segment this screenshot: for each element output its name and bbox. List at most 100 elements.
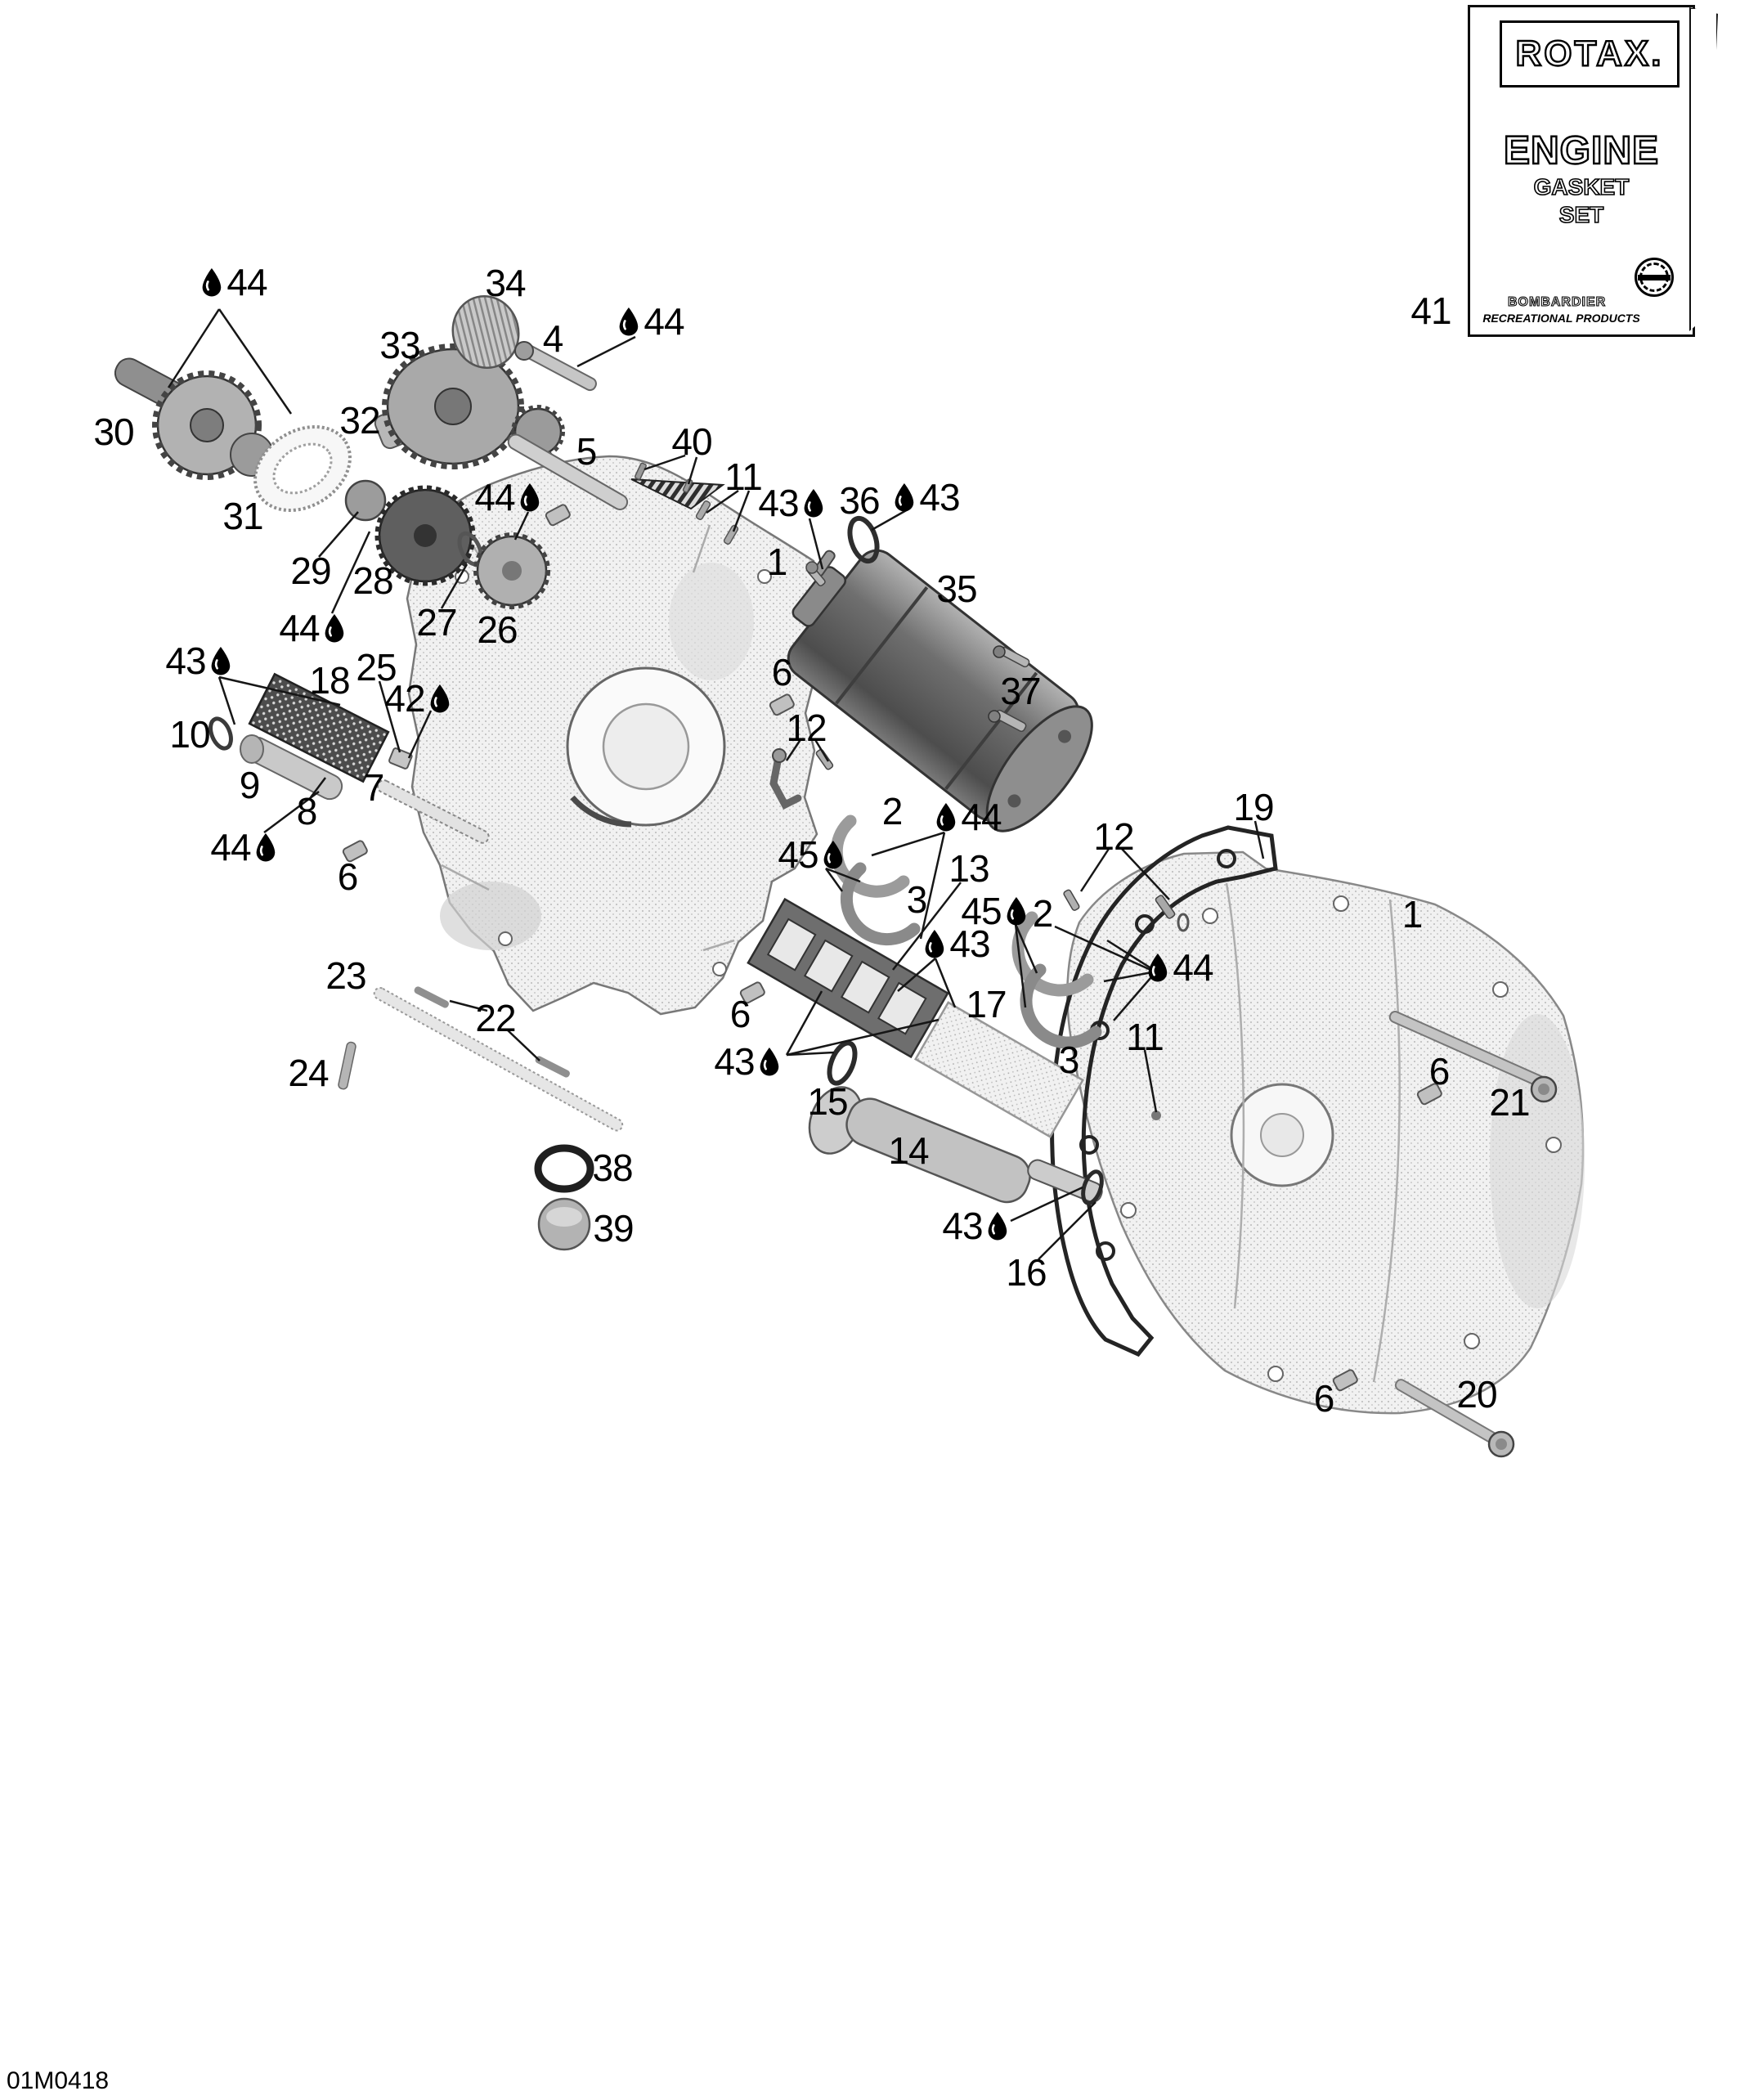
crankcase-right-half xyxy=(1066,850,1585,1415)
part-number: 3 xyxy=(906,878,928,921)
part-callout-8: 8 xyxy=(296,790,318,832)
vent-plate xyxy=(630,462,725,510)
part-number: 13 xyxy=(948,847,989,890)
part-number: 16 xyxy=(1006,1251,1047,1294)
part-number: 3 xyxy=(1058,1039,1080,1081)
part-callout-23: 23 xyxy=(325,957,366,994)
part-callout-41: 41 xyxy=(1410,292,1451,330)
part-callout-20: 20 xyxy=(1456,1375,1497,1413)
part-number: 19 xyxy=(1233,786,1274,828)
part-callout-25: 25 xyxy=(356,646,397,689)
part-number: 6 xyxy=(1313,1377,1335,1420)
part-number: 43 xyxy=(714,1040,755,1083)
separator-plates xyxy=(747,897,1084,1138)
part-number: 43 xyxy=(165,639,206,682)
part-number: 25 xyxy=(356,646,397,689)
oil-drop-icon xyxy=(520,482,540,511)
part-callout-21: 21 xyxy=(1489,1084,1530,1121)
part-callout-6: 6 xyxy=(337,855,359,898)
part-number: 31 xyxy=(222,495,263,537)
part-number: 2 xyxy=(1032,892,1054,935)
part-callout-38: 38 xyxy=(592,1149,633,1187)
part-number: 45 xyxy=(778,833,818,876)
oil-drop-icon xyxy=(804,488,823,517)
part-callout-44: 44 xyxy=(1146,949,1214,986)
part-number: 44 xyxy=(226,261,267,303)
part-number: 26 xyxy=(477,608,518,651)
part-callout-14: 14 xyxy=(888,1129,929,1172)
part-callout-28: 28 xyxy=(352,562,393,599)
part-callout-43: 43 xyxy=(923,922,991,965)
oil-drop-icon xyxy=(925,929,944,958)
part-callout-32: 32 xyxy=(339,399,380,442)
part-number: 7 xyxy=(363,766,385,809)
oil-drop-icon xyxy=(211,646,231,675)
part-callout-22: 22 xyxy=(475,997,516,1039)
part-number: 45 xyxy=(961,890,1002,932)
part-number: 6 xyxy=(771,651,793,693)
small-shafts xyxy=(507,341,629,510)
part-callout-43: 43 xyxy=(165,642,231,680)
part-number: 5 xyxy=(576,430,598,473)
part-number: 17 xyxy=(966,983,1007,1025)
part-callout-34: 34 xyxy=(485,264,526,302)
part-number: 30 xyxy=(93,411,134,453)
part-number: 6 xyxy=(1428,1050,1451,1093)
part-number: 9 xyxy=(239,764,261,806)
part-callout-43: 43 xyxy=(893,478,961,516)
gear-train xyxy=(114,294,565,609)
part-callout-12: 12 xyxy=(1093,818,1134,855)
package-maker: BOMBARDIER xyxy=(1507,294,1607,309)
starter-bolts xyxy=(988,645,1030,733)
part-number: 10 xyxy=(169,713,210,756)
part-number: 44 xyxy=(644,300,684,343)
part-callout-29: 29 xyxy=(290,550,331,592)
part-callout-36: 36 xyxy=(839,482,880,519)
brand-name: ROTAX. xyxy=(1514,33,1664,74)
part-callout-18: 18 xyxy=(309,662,350,699)
part-number: 8 xyxy=(296,790,318,832)
part-callout-3: 3 xyxy=(906,878,928,921)
dowel-pins xyxy=(342,504,1442,1392)
part-callout-19: 19 xyxy=(1233,786,1274,828)
part-callout-16: 16 xyxy=(1006,1251,1047,1294)
part-callout-44: 44 xyxy=(210,828,276,866)
package-title-line3: SET xyxy=(1558,201,1604,228)
part-callout-15: 15 xyxy=(807,1083,848,1120)
center-gasket xyxy=(1050,825,1278,1357)
bearing-shells xyxy=(830,814,1102,1049)
part-number: 44 xyxy=(474,476,515,518)
part-number: 6 xyxy=(729,993,751,1035)
starter-oring-bolt xyxy=(805,515,880,587)
oil-drop-icon xyxy=(1007,896,1026,925)
part-callout-1: 1 xyxy=(1402,895,1424,933)
part-number: 4 xyxy=(542,317,564,360)
small-parts-right xyxy=(1063,889,1190,1120)
part-callout-4: 4 xyxy=(542,317,564,360)
part-number: 6 xyxy=(337,855,359,898)
part-callout-6: 6 xyxy=(1428,1050,1451,1093)
oil-drop-icon xyxy=(936,802,956,831)
part-number: 14 xyxy=(888,1129,929,1172)
part-callout-42: 42 xyxy=(384,680,451,717)
part-number: 12 xyxy=(786,707,827,749)
part-number: 24 xyxy=(288,1052,329,1094)
part-number: 29 xyxy=(290,550,331,592)
part-number: 42 xyxy=(384,677,425,720)
part-callout-1: 1 xyxy=(767,543,788,581)
part-number: 32 xyxy=(339,399,380,442)
diagram-code: 01M0418 xyxy=(7,2067,110,2094)
part-callout-6: 6 xyxy=(730,995,751,1033)
part-callout-13: 13 xyxy=(948,850,989,887)
part-number: 33 xyxy=(379,324,420,366)
part-number: 43 xyxy=(949,922,990,965)
part-callout-30: 30 xyxy=(93,411,134,453)
case-bolts xyxy=(1388,1011,1558,1458)
part-number: 22 xyxy=(475,997,516,1039)
part-callout-27: 27 xyxy=(416,604,457,641)
oil-drop-icon xyxy=(256,832,276,861)
starter-motor xyxy=(787,549,1093,832)
oil-drop-icon xyxy=(619,307,639,335)
part-callout-6: 6 xyxy=(1313,1377,1335,1420)
